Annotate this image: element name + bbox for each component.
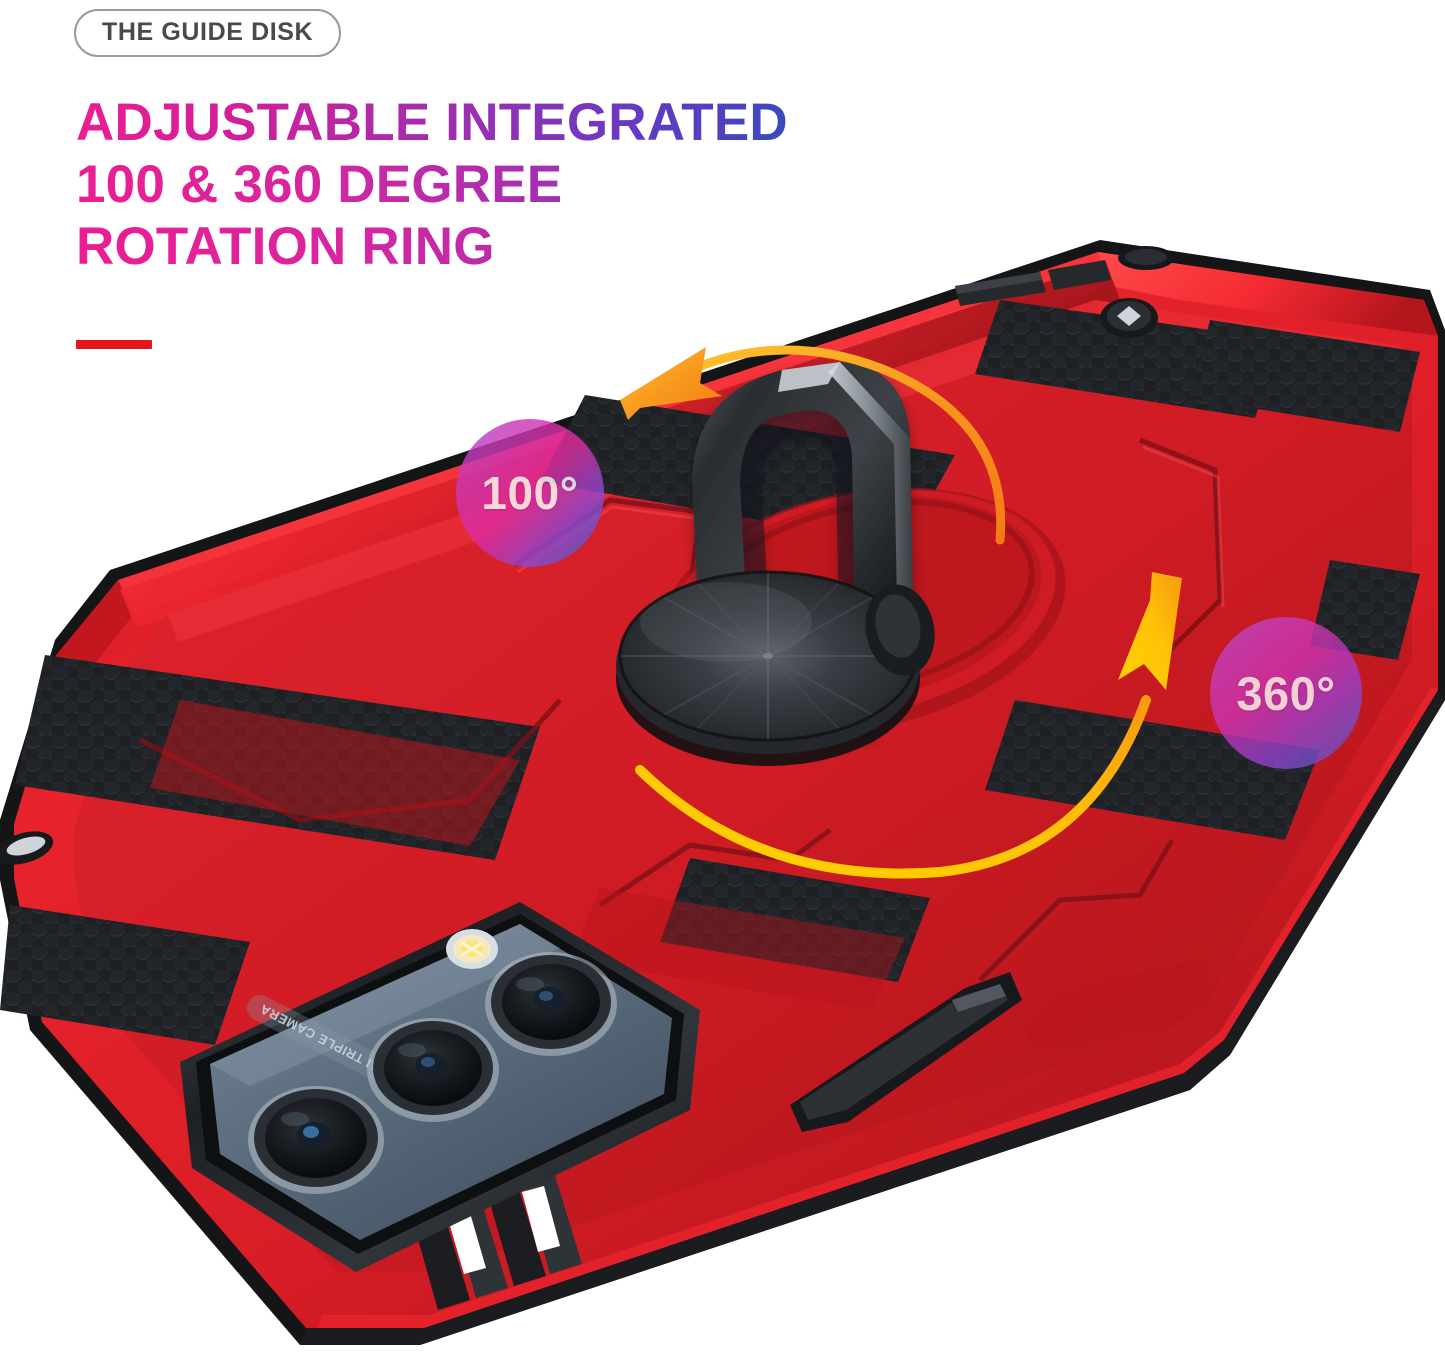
camera-lens-3 <box>248 1086 384 1194</box>
camera-flash <box>446 929 498 969</box>
case-chevron-accents <box>150 700 1215 1052</box>
left-side-port <box>0 831 54 865</box>
rotation-angle-badge: 360° <box>1210 617 1362 769</box>
camera-module: AI TRIPLE CAMERA <box>180 902 700 1272</box>
side-button-cover <box>790 972 1022 1132</box>
headline-line-3: ROTATION RING <box>76 216 896 278</box>
rotation-arrow-360 <box>635 572 1182 879</box>
headline-line-1: ADJUSTABLE INTEGRATED <box>76 92 896 154</box>
tilt-angle-label: 100° <box>481 467 579 519</box>
tilt-arrow-100 <box>620 345 1006 545</box>
camera-lens-2 <box>367 1018 499 1122</box>
accent-underline <box>76 340 152 349</box>
corner-screw-detail <box>1100 298 1158 338</box>
ring-hinge <box>865 584 935 676</box>
tilt-angle-badge: 100° <box>456 419 604 567</box>
eyebrow-badge: THE GUIDE DISK <box>74 9 342 57</box>
top-camera-hole <box>1118 246 1174 270</box>
eyebrow-label: THE GUIDE DISK <box>102 18 314 46</box>
rotation-angle-label: 360° <box>1236 666 1336 720</box>
camera-lens-1 <box>485 952 617 1056</box>
page-title: ADJUSTABLE INTEGRATED 100 & 360 DEGREE R… <box>76 92 896 278</box>
case-side-buttons <box>955 260 1111 306</box>
headline-line-2: 100 & 360 DEGREE <box>76 154 896 216</box>
magnetic-disk-base <box>616 570 920 766</box>
